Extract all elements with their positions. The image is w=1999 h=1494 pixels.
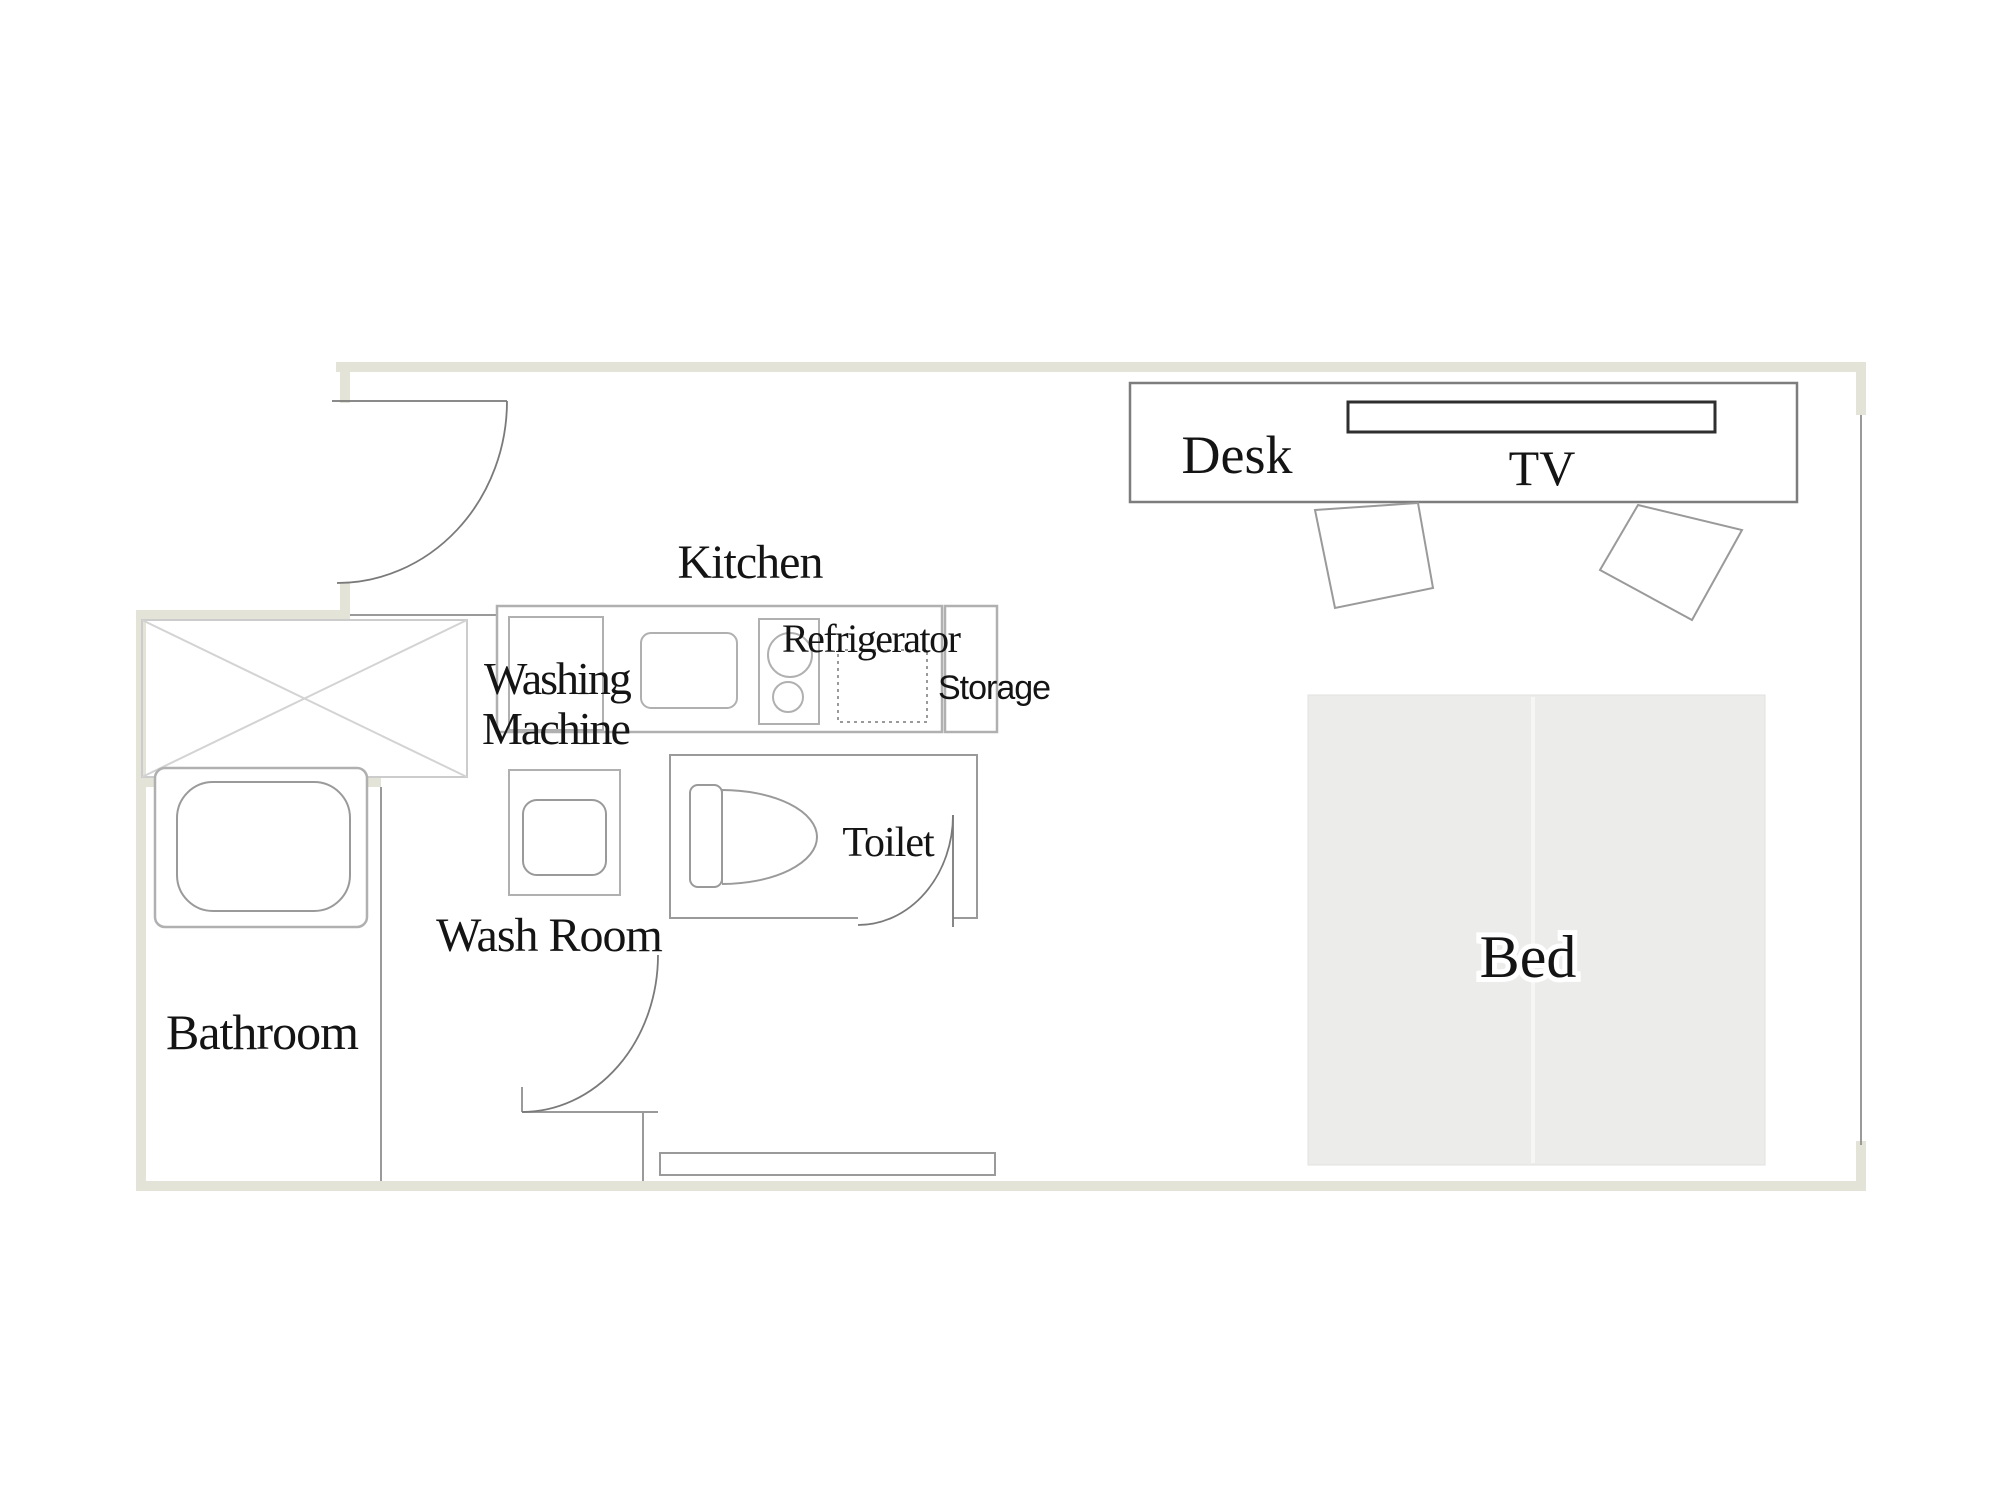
wall-left — [136, 610, 146, 1191]
entry-door — [332, 400, 508, 584]
wall-bottom — [136, 1181, 1866, 1191]
toilet-door-arc — [857, 814, 954, 926]
washroom-sink-basin — [522, 799, 607, 876]
washing-machine-label-line1: Washing — [484, 653, 632, 704]
main-room-furniture — [659, 381, 1799, 1176]
chair-right — [1598, 503, 1744, 622]
tv — [1346, 400, 1717, 434]
closet-x-line-2 — [141, 619, 468, 778]
wall-top — [336, 362, 1866, 372]
wall-right-top-stub — [1856, 362, 1866, 415]
washroom-fixtures — [508, 769, 659, 1113]
stove-burner-small — [772, 681, 804, 713]
washing-machine-square — [508, 616, 604, 731]
washroom-sink-outer — [508, 769, 621, 896]
kitchen-counter — [495, 604, 999, 734]
bed-label: Bed — [1480, 924, 1577, 990]
stove-top — [758, 618, 820, 725]
closet — [141, 619, 468, 778]
washroom-door-arc — [521, 954, 659, 1113]
tv-label: TV — [1509, 440, 1576, 496]
bathroom-label: Bathroom — [166, 1004, 359, 1060]
entry-step — [659, 1152, 996, 1176]
bathroom-fixtures — [153, 766, 369, 929]
desk-label: Desk — [1182, 425, 1293, 485]
toilet-bowl — [721, 789, 818, 885]
kitchen-label: Kitchen — [678, 536, 824, 589]
entry-door-arc — [336, 400, 508, 584]
toilet-tank — [689, 784, 723, 888]
wall-upper-left — [136, 610, 350, 620]
kitchen-sink — [640, 632, 738, 709]
labels: Kitchen Refrigerator Storage Washing Mac… — [166, 425, 1581, 1060]
kitchen-counter-outline — [495, 604, 944, 734]
storage-label: Storage — [938, 669, 1050, 707]
wash-room-label: Wash Room — [436, 909, 662, 962]
washing-machine-label-line2: Machine — [482, 703, 630, 754]
wall-entry-stub-lower — [340, 583, 350, 620]
storage-cabinet — [943, 604, 999, 734]
wall-right-bottom-stub — [1856, 1141, 1866, 1191]
chair-left — [1313, 501, 1435, 610]
wall-entry-stub-upper — [340, 362, 350, 403]
refrigerator-box — [837, 649, 928, 723]
bathtub-outer — [153, 766, 369, 929]
refrigerator-label: Refrigerator — [782, 616, 961, 661]
toilet-label: Toilet — [842, 820, 935, 866]
bed-area — [1307, 694, 1766, 1166]
toilet-room — [669, 754, 978, 927]
toilet-room-outline — [669, 754, 978, 919]
stove-burner-large — [767, 632, 813, 678]
partitions — [350, 614, 658, 1181]
bathtub-inner — [176, 781, 351, 912]
